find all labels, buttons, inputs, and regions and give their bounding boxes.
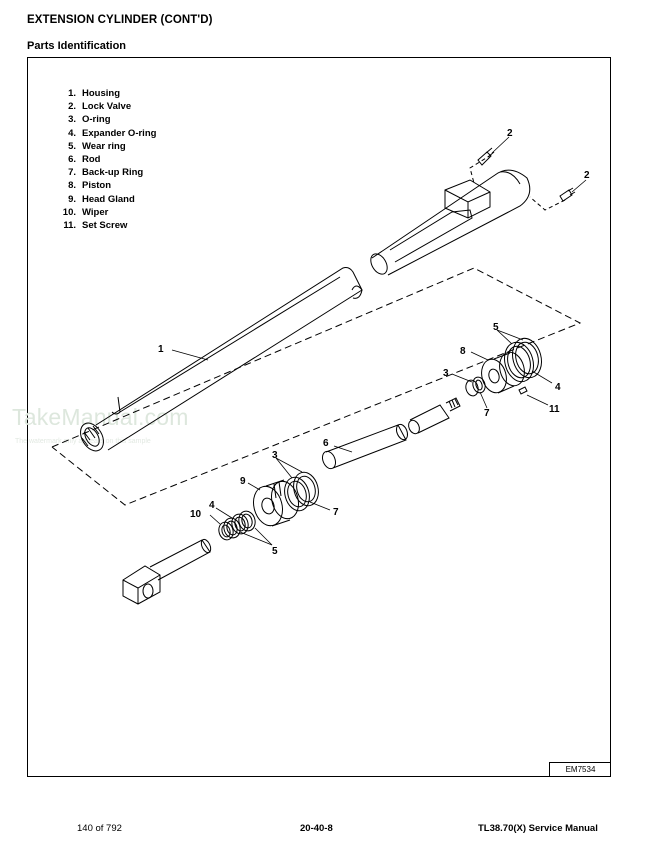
callout-3b: 3 <box>272 450 278 461</box>
housing-rear-part <box>370 169 531 276</box>
callout-4b: 4 <box>209 500 215 511</box>
rod-with-eye-part <box>122 538 212 605</box>
assembly-dashed-outline <box>51 267 582 506</box>
callout-7a: 7 <box>484 408 490 419</box>
part-item: 1.Housing <box>68 88 120 99</box>
part-item: 7.Back-up Ring <box>68 167 144 179</box>
set-screw-part <box>518 386 528 395</box>
housing-part <box>80 267 363 452</box>
part-item: 2.Lock Valve <box>68 101 132 113</box>
section-subtitle: Parts Identification <box>27 40 127 52</box>
callout-7b: 7 <box>333 507 339 518</box>
callout-8: 8 <box>460 346 466 357</box>
manual-title: TL38.70(X) Service Manual <box>478 823 598 834</box>
head-gland-o-rings <box>284 471 319 512</box>
figure-code: EM7534 <box>549 762 611 777</box>
exploded-cylinder-drawing: 1 2 2 3 8 5 4 7 11 6 3 9 7 4 10 5 <box>51 128 590 605</box>
rod-end-part <box>408 397 461 435</box>
part-item: 10.Wiper <box>62 206 109 218</box>
page-counter: 140 of 792 <box>77 823 122 834</box>
part-item: 8.Piston <box>68 180 112 192</box>
callout-2a: 2 <box>507 128 513 139</box>
valve-leader-right <box>529 196 566 211</box>
callout-4a: 4 <box>555 382 561 393</box>
callout-1: 1 <box>158 344 164 355</box>
part-item: 9.Head Gland <box>68 193 135 205</box>
gland-wear-rings <box>223 510 256 539</box>
parts-list: 1.Housing 2.Lock Valve 3.O-ring 4.Expand… <box>48 87 157 232</box>
section-number: 20-40-8 <box>300 823 333 834</box>
piston-o-rings <box>465 376 486 397</box>
callout-9: 9 <box>240 476 246 487</box>
watermark: TakeManual.com <box>12 404 189 430</box>
part-item: 11.Set Screw <box>63 220 128 232</box>
page-title: EXTENSION CYLINDER (CONT'D) <box>27 14 213 26</box>
wiper-part <box>218 521 234 541</box>
callout-10: 10 <box>190 509 202 520</box>
part-item: 3.O-ring <box>68 114 111 126</box>
wear-rings-piston <box>504 337 542 383</box>
callout-6: 6 <box>323 438 329 449</box>
callout-3a: 3 <box>443 368 449 379</box>
callout-2b: 2 <box>584 170 590 181</box>
lock-valve-right <box>559 187 576 202</box>
lock-valve-left <box>477 147 495 166</box>
leader-lines <box>171 136 587 546</box>
part-item: 4.Expander O-ring <box>68 127 157 139</box>
valve-leader-left <box>469 154 492 184</box>
head-gland-part <box>253 479 299 527</box>
piston-part <box>481 351 525 394</box>
callout-5b: 5 <box>272 546 278 557</box>
callout-11: 11 <box>549 404 560 415</box>
callout-5a: 5 <box>493 322 499 333</box>
part-item: 5.Wear ring <box>68 140 126 152</box>
rod-part <box>321 423 409 470</box>
part-item: 6.Rod <box>68 154 101 166</box>
figure-frame <box>27 57 611 777</box>
